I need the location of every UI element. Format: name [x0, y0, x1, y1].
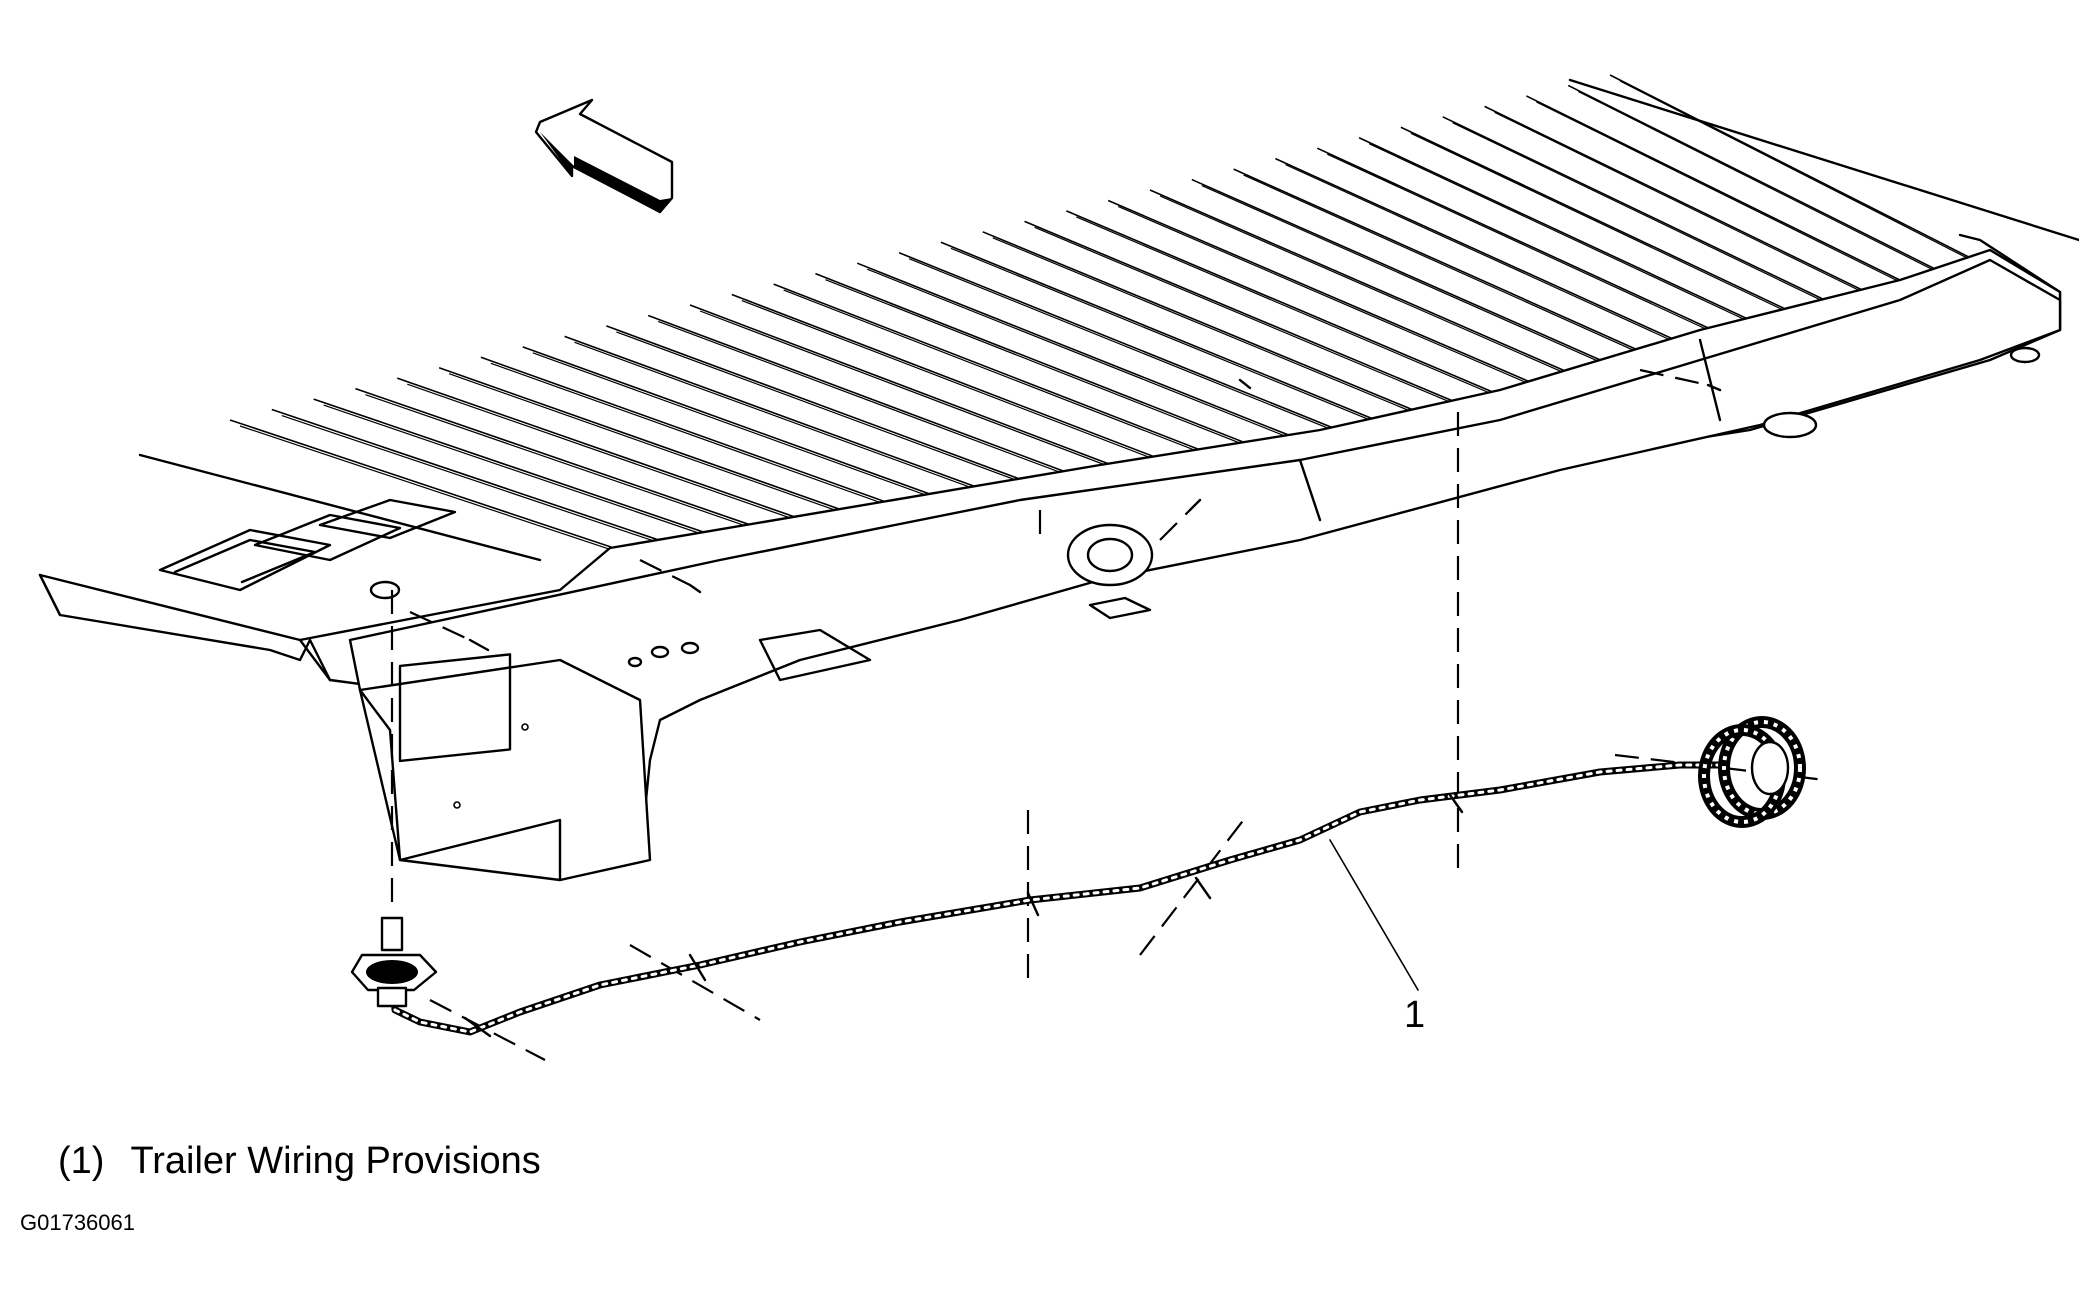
harness-coil-icon [1698, 716, 1806, 828]
bed-rib-line [1275, 157, 1725, 364]
bed-rib-line [1536, 101, 1951, 308]
bed-rib-line [1034, 226, 1507, 427]
bed-rib-line [1066, 210, 1540, 413]
bed-rib-line [815, 272, 1318, 473]
bed-rib-line [908, 258, 1396, 457]
bed-rib-line [1191, 178, 1651, 383]
legend-item-label: Trailer Wiring Provisions [130, 1140, 541, 1182]
legend: (1) Trailer Wiring Provisions [58, 1142, 541, 1180]
bed-rib-line [1233, 168, 1688, 373]
bed-rib-line [1243, 174, 1692, 377]
bed-rib-line [1410, 132, 1840, 338]
trailer-connector-icon [350, 916, 438, 1008]
bed-rib-line [1526, 95, 1947, 304]
bed-rib-line [867, 268, 1359, 466]
bed-rib-line [1316, 147, 1762, 354]
bed-rib-line [1159, 195, 1618, 397]
legend-item-number: (1) [58, 1140, 105, 1182]
bed-rib-line [1285, 164, 1729, 367]
bed-rib-line [950, 247, 1433, 447]
bed-rib-line [1358, 137, 1799, 344]
bed-rib-line [1117, 205, 1581, 407]
bed-rib-line [856, 262, 1355, 463]
bed-rib-line [1494, 111, 1914, 318]
bed-rib-line [992, 237, 1470, 437]
bed-rib-line [1024, 220, 1503, 423]
trailer-wiring-harness [388, 761, 1724, 1038]
forward-arrow-icon [534, 98, 674, 214]
bed-rib-line [982, 231, 1466, 433]
bed-rib-line [1149, 189, 1614, 393]
callout-number: 1 [1404, 994, 1426, 1036]
bed-rib-line [1577, 90, 1988, 298]
bed-rib-line [1201, 184, 1655, 387]
bed-rib-line [940, 241, 1429, 443]
bed-rib-line [1400, 126, 1836, 334]
bed-rib-line [1567, 84, 1984, 294]
bed-rib-line [773, 283, 1281, 482]
bed-rib-line [1619, 80, 2025, 288]
bed-rib-line [1452, 122, 1877, 328]
bed-rib-line [1484, 105, 1910, 314]
bed-rib-line [1327, 153, 1766, 357]
bed-rib-line [1107, 199, 1577, 403]
bed-rib-line [1442, 116, 1873, 324]
bed-rib-line [898, 251, 1392, 453]
bed-rib-line [1076, 216, 1544, 417]
bed-rib-line [1368, 143, 1803, 347]
figure-id: G01736061 [20, 1210, 135, 1235]
bed-frame [38, 78, 2079, 882]
bed-rib-line [1609, 74, 2021, 284]
